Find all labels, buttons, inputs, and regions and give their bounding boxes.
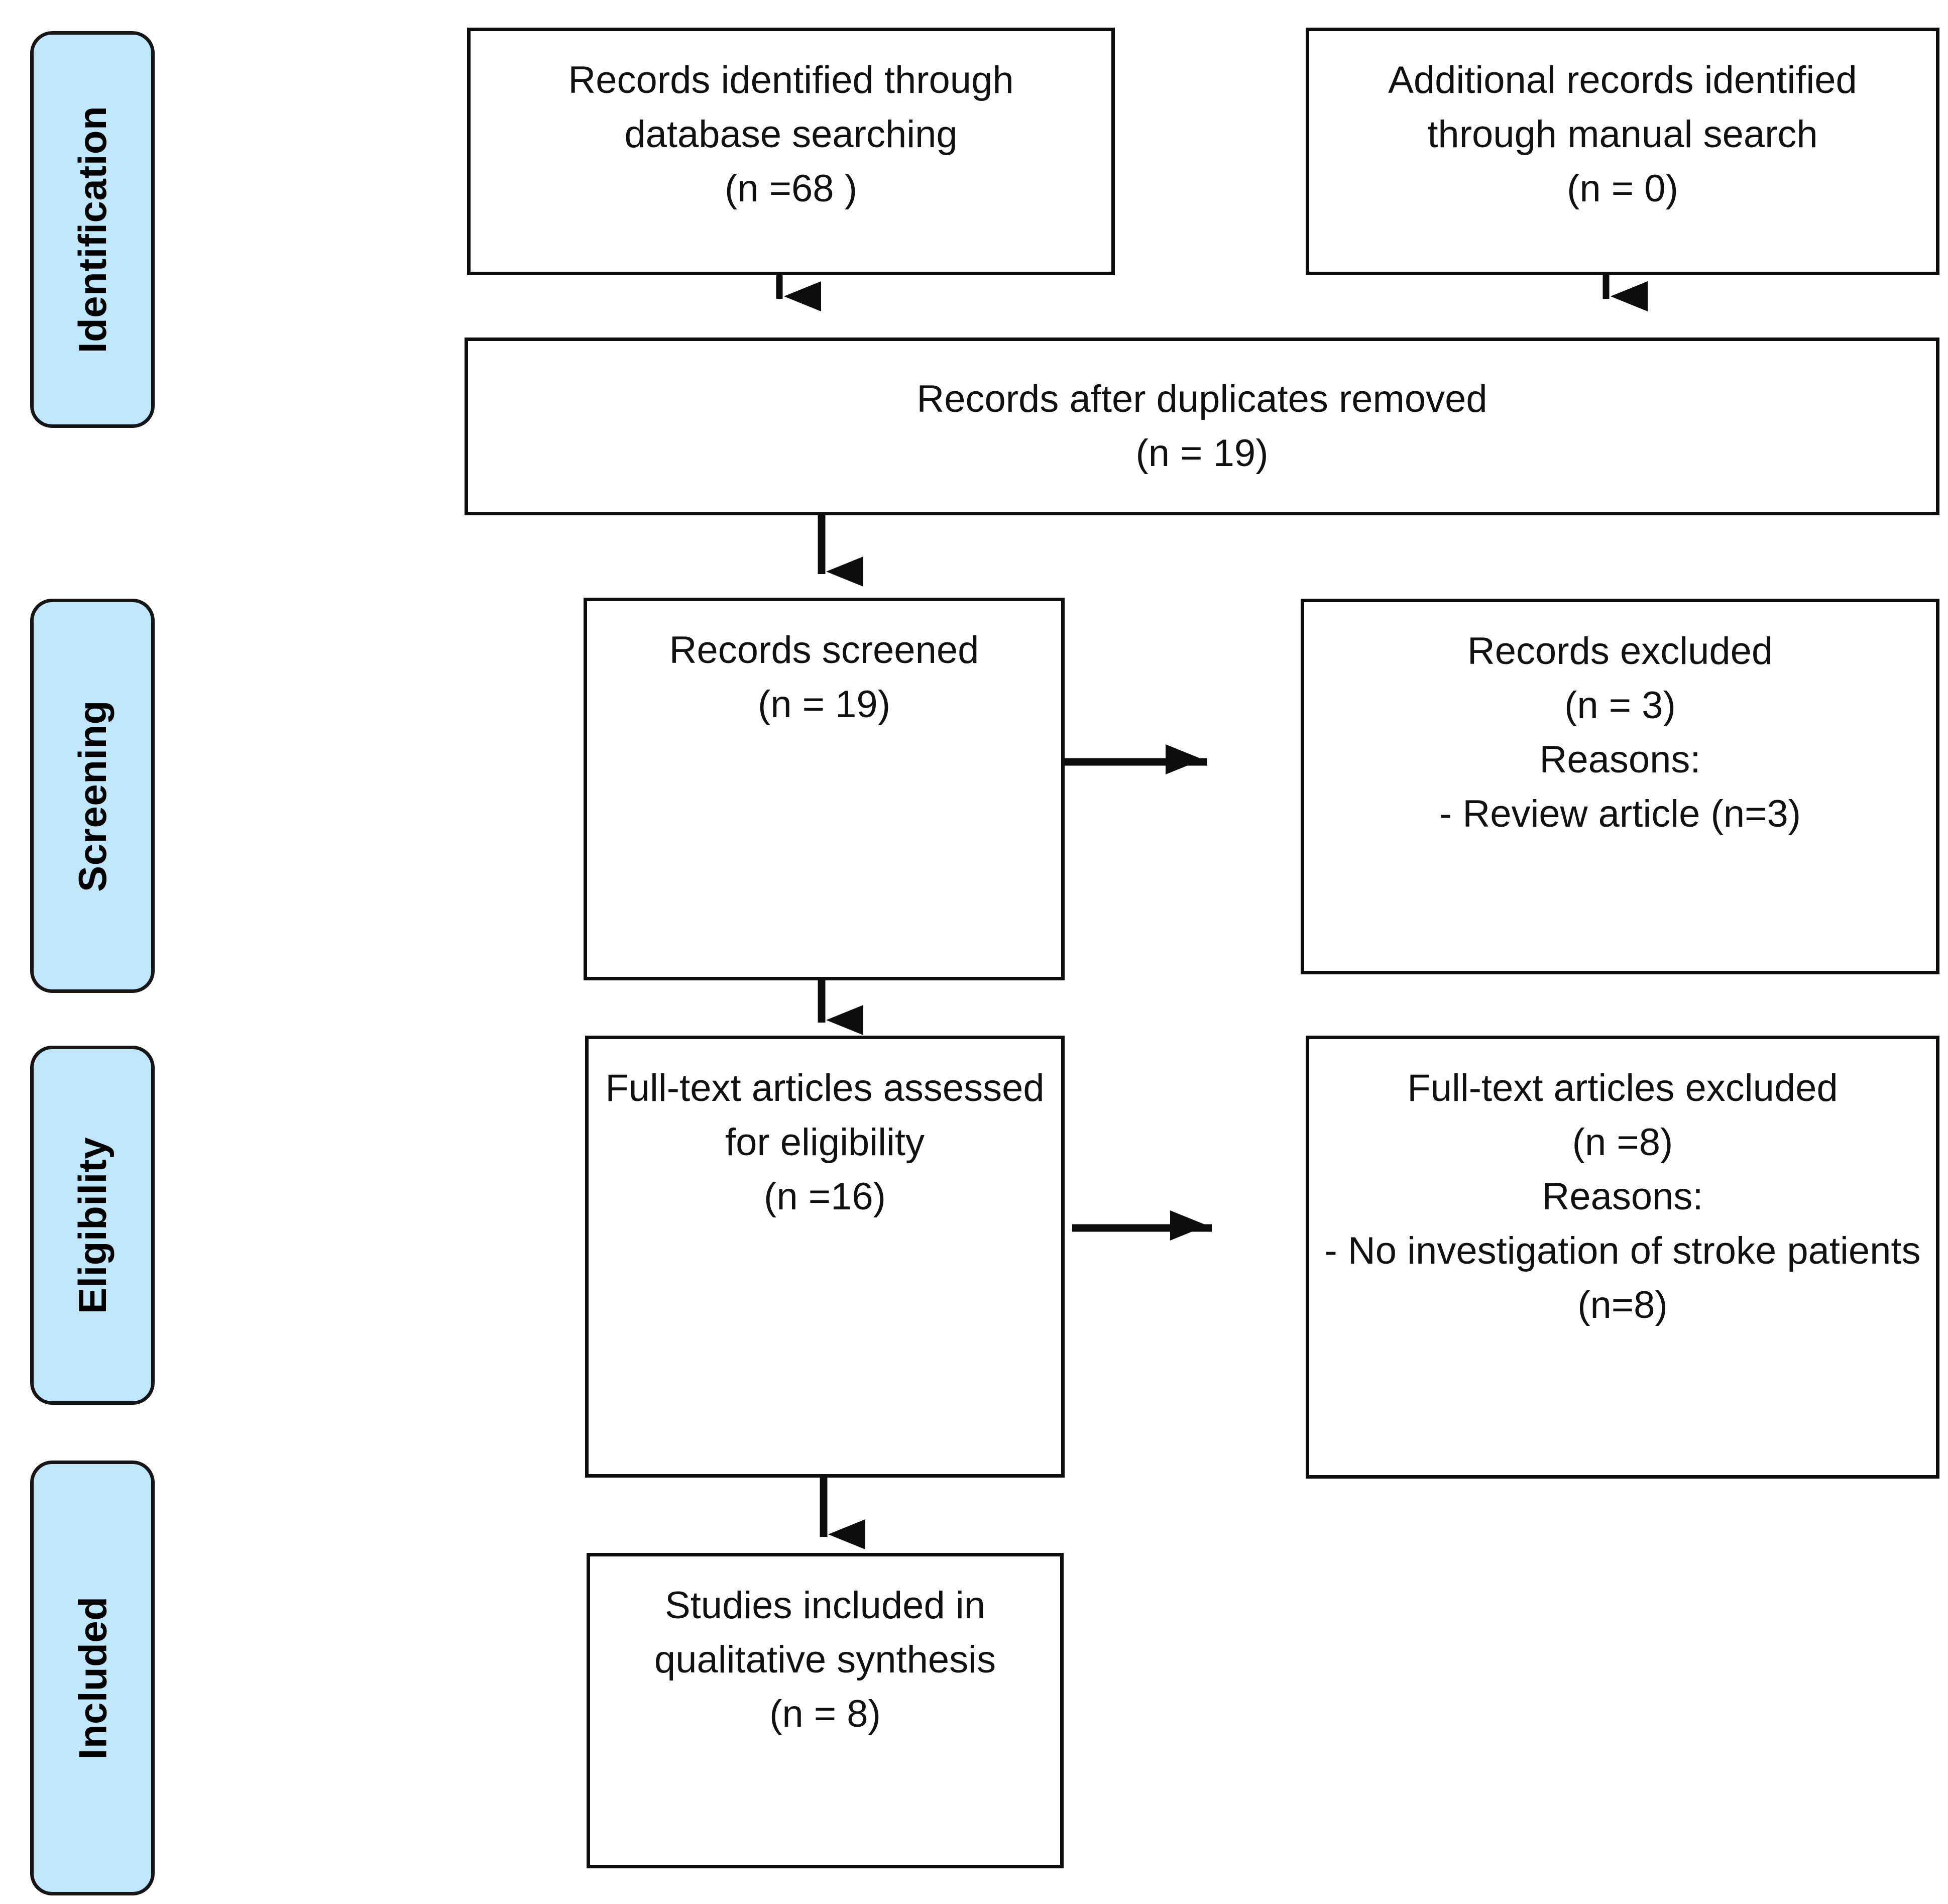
stage-identification[interactable]: Identification [30,31,155,428]
stage-screening-label: Screening [70,700,115,892]
box-duplicates-removed[interactable]: Records after duplicates removed (n = 19… [465,338,1939,515]
stage-screening[interactable]: Screening [30,599,155,993]
stage-identification-label: Identification [70,105,114,354]
box-manual-search[interactable]: Additional records identified through ma… [1306,28,1939,275]
box-records-excluded[interactable]: Records excluded (n = 3) Reasons: - Revi… [1301,599,1939,974]
stage-eligibility[interactable]: Eligibility [30,1046,155,1405]
box-database-search-label: Records identified through database sear… [568,59,1014,210]
box-database-search[interactable]: Records identified through database sear… [467,28,1115,275]
box-duplicates-removed-label: Records after duplicates removed (n = 19… [916,378,1487,475]
box-fulltext-excluded-label: Full-text articles excluded (n =8) Reaso… [1324,1067,1921,1326]
box-studies-included[interactable]: Studies included in qualitative synthesi… [587,1553,1064,1868]
box-manual-search-label: Additional records identified through ma… [1388,59,1857,210]
box-records-screened[interactable]: Records screened (n = 19) [584,598,1065,980]
stage-included[interactable]: Included [30,1461,155,1895]
box-studies-included-label: Studies included in qualitative synthesi… [654,1584,996,1735]
box-records-excluded-label: Records excluded (n = 3) Reasons: - Revi… [1439,630,1801,835]
stage-eligibility-label: Eligibility [70,1137,115,1314]
box-fulltext-assessed-label: Full-text articles assessed for eligibil… [605,1067,1045,1218]
box-records-screened-label: Records screened (n = 19) [669,629,979,726]
stage-included-label: Included [70,1596,114,1760]
box-fulltext-excluded[interactable]: Full-text articles excluded (n =8) Reaso… [1306,1036,1939,1479]
box-fulltext-assessed[interactable]: Full-text articles assessed for eligibil… [585,1036,1065,1478]
